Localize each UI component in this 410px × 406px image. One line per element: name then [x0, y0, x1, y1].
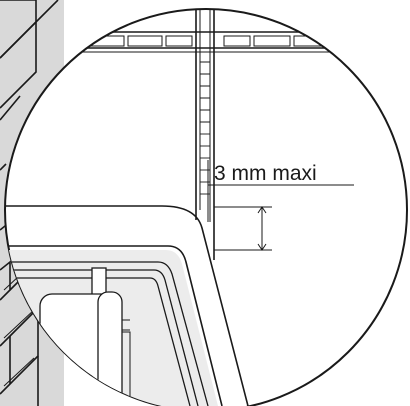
dimension-marker — [207, 160, 354, 251]
vertical-profile — [195, 9, 215, 260]
sill-panel — [5, 205, 249, 406]
dimension-label: 3 mm maxi — [214, 162, 317, 185]
